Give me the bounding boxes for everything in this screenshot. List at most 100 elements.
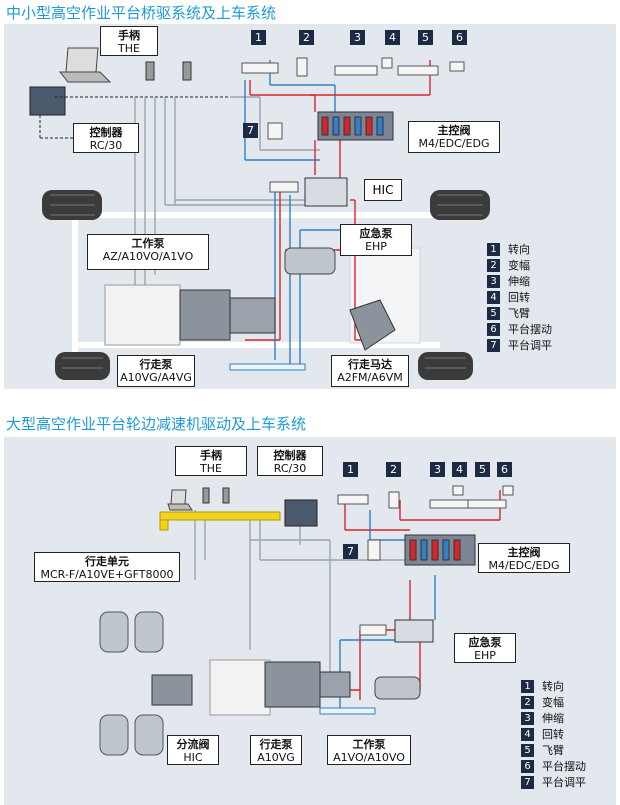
top-hic-block <box>304 177 348 207</box>
top-emergency-label: 应急泵 <box>359 227 393 240</box>
top-diagram-title: 中小型高空作业平台桥驱系统及上车系统 <box>6 4 277 22</box>
bottom-num-7: 7 <box>343 544 358 559</box>
top-emergency-code: EHP <box>365 240 387 253</box>
bottom-engine-icon <box>209 659 271 716</box>
top-main-valve-label: 主控阀 <box>437 124 471 137</box>
top-num-6: 6 <box>452 30 467 45</box>
bottom-work-pump-box: 工作泵 A1VO/A10VO <box>327 735 411 765</box>
top-controller-icon <box>29 86 66 116</box>
bottom-tank <box>319 707 376 715</box>
top-main-valve-icon <box>317 111 394 141</box>
top-emergency-box: 应急泵 EHP <box>340 224 412 256</box>
top-handle-code: THE <box>118 42 140 55</box>
top-controller-box: 控制器 RC/30 <box>73 123 139 153</box>
bottom-travel-unit-box: 行走单元 MCR-F/A10VE+GFT8000 <box>34 552 180 582</box>
bottom-divider-box: 分流阀 HIC <box>167 735 219 765</box>
top-work-pump-box: 工作泵 AZ/A10VO/A1VO <box>87 234 209 270</box>
bottom-cylinders <box>337 485 514 509</box>
bottom-divider-valve-icon <box>151 674 193 706</box>
top-work-pump-label: 工作泵 <box>131 237 165 250</box>
top-travel-motor-code: A2FM/A6VM <box>337 371 403 384</box>
bottom-main-valve-code: M4/EDC/EDG <box>488 559 560 572</box>
top-work-pump-icon <box>229 297 276 334</box>
bottom-travel-pump-icon <box>264 661 321 708</box>
top-cylinders <box>241 57 465 77</box>
bottom-emergency-label: 应急泵 <box>468 636 502 649</box>
bottom-main-valve-box: 主控阀 M4/EDC/EDG <box>478 543 570 573</box>
bottom-laptop-icon <box>167 489 193 511</box>
bottom-work-pump-code: A1VO/A10VO <box>333 751 405 764</box>
top-num-5: 5 <box>418 30 433 45</box>
top-travel-motor-box: 行走马达 A2FM/A6VM <box>331 355 409 387</box>
top-num-1: 1 <box>251 30 266 45</box>
bottom-travel-pump-label: 行走泵 <box>259 738 293 751</box>
bottom-controller-icon <box>284 499 318 527</box>
bottom-travel-unit-label: 行走单元 <box>85 555 129 568</box>
bottom-num-2: 2 <box>386 462 401 477</box>
top-travel-pump-label: 行走泵 <box>139 358 173 371</box>
top-controller-label: 控制器 <box>89 126 123 139</box>
bottom-handle-box: 手柄 THE <box>175 446 247 476</box>
top-tank <box>229 363 306 371</box>
top-main-valve-box: 主控阀 M4/EDC/EDG <box>408 121 500 153</box>
bottom-num-6: 6 <box>497 462 512 477</box>
bottom-divider-label: 分流阀 <box>176 738 210 751</box>
bottom-handle-label: 手柄 <box>200 449 222 462</box>
bottom-num-3: 3 <box>430 462 445 477</box>
bottom-diagram-title: 大型高空作业平台轮边减速机驱动及上车系统 <box>6 415 307 433</box>
bottom-travel-unit-code: MCR-F/A10VE+GFT8000 <box>40 568 174 581</box>
top-handle-label: 手柄 <box>118 29 140 42</box>
top-handle-box: 手柄 THE <box>100 26 158 56</box>
bottom-joystick-icons <box>202 487 230 504</box>
bottom-controller-code: RC/30 <box>273 462 307 475</box>
bottom-controller-label: 控制器 <box>273 449 307 462</box>
top-num-3: 3 <box>350 30 365 45</box>
bottom-num-5: 5 <box>475 462 490 477</box>
top-hic-box: HIC <box>364 179 402 201</box>
bottom-emergency-box: 应急泵 EHP <box>454 633 516 663</box>
top-engine-icon <box>104 284 181 346</box>
top-num-4: 4 <box>385 30 400 45</box>
bottom-main-valve-icon <box>404 534 476 566</box>
bottom-travel-pump-box: 行走泵 A10VG <box>250 735 302 765</box>
bottom-num-1: 1 <box>343 462 358 477</box>
bottom-travel-pump-code: A10VG <box>257 751 295 764</box>
top-travel-pump-icon <box>179 289 231 341</box>
top-travel-pump-box: 行走泵 A10VG/A4VG <box>117 355 195 387</box>
top-leveling-cylinder <box>267 122 283 140</box>
bottom-main-valve-label: 主控阀 <box>507 546 541 559</box>
top-travel-motor-label: 行走马达 <box>348 358 392 371</box>
top-control-bus <box>39 96 230 139</box>
bottom-num-4: 4 <box>452 462 467 477</box>
bottom-emergency-pump-icon <box>374 676 421 700</box>
top-num-2: 2 <box>299 30 314 45</box>
bottom-hic-block <box>394 619 434 643</box>
bottom-travel-unit-icons <box>99 611 164 756</box>
top-controller-code: RC/30 <box>89 139 123 152</box>
bottom-work-pump-label: 工作泵 <box>352 738 386 751</box>
top-joystick-icons <box>145 61 192 81</box>
bottom-handle-code: THE <box>200 462 222 475</box>
top-num-7: 7 <box>243 123 258 138</box>
top-emergency-pump-icon <box>284 247 336 275</box>
bottom-divider-code: HIC <box>183 751 203 764</box>
bottom-emergency-code: EHP <box>474 649 496 662</box>
top-travel-pump-code: A10VG/A4VG <box>120 371 192 384</box>
bottom-work-pump-icon <box>319 671 351 698</box>
